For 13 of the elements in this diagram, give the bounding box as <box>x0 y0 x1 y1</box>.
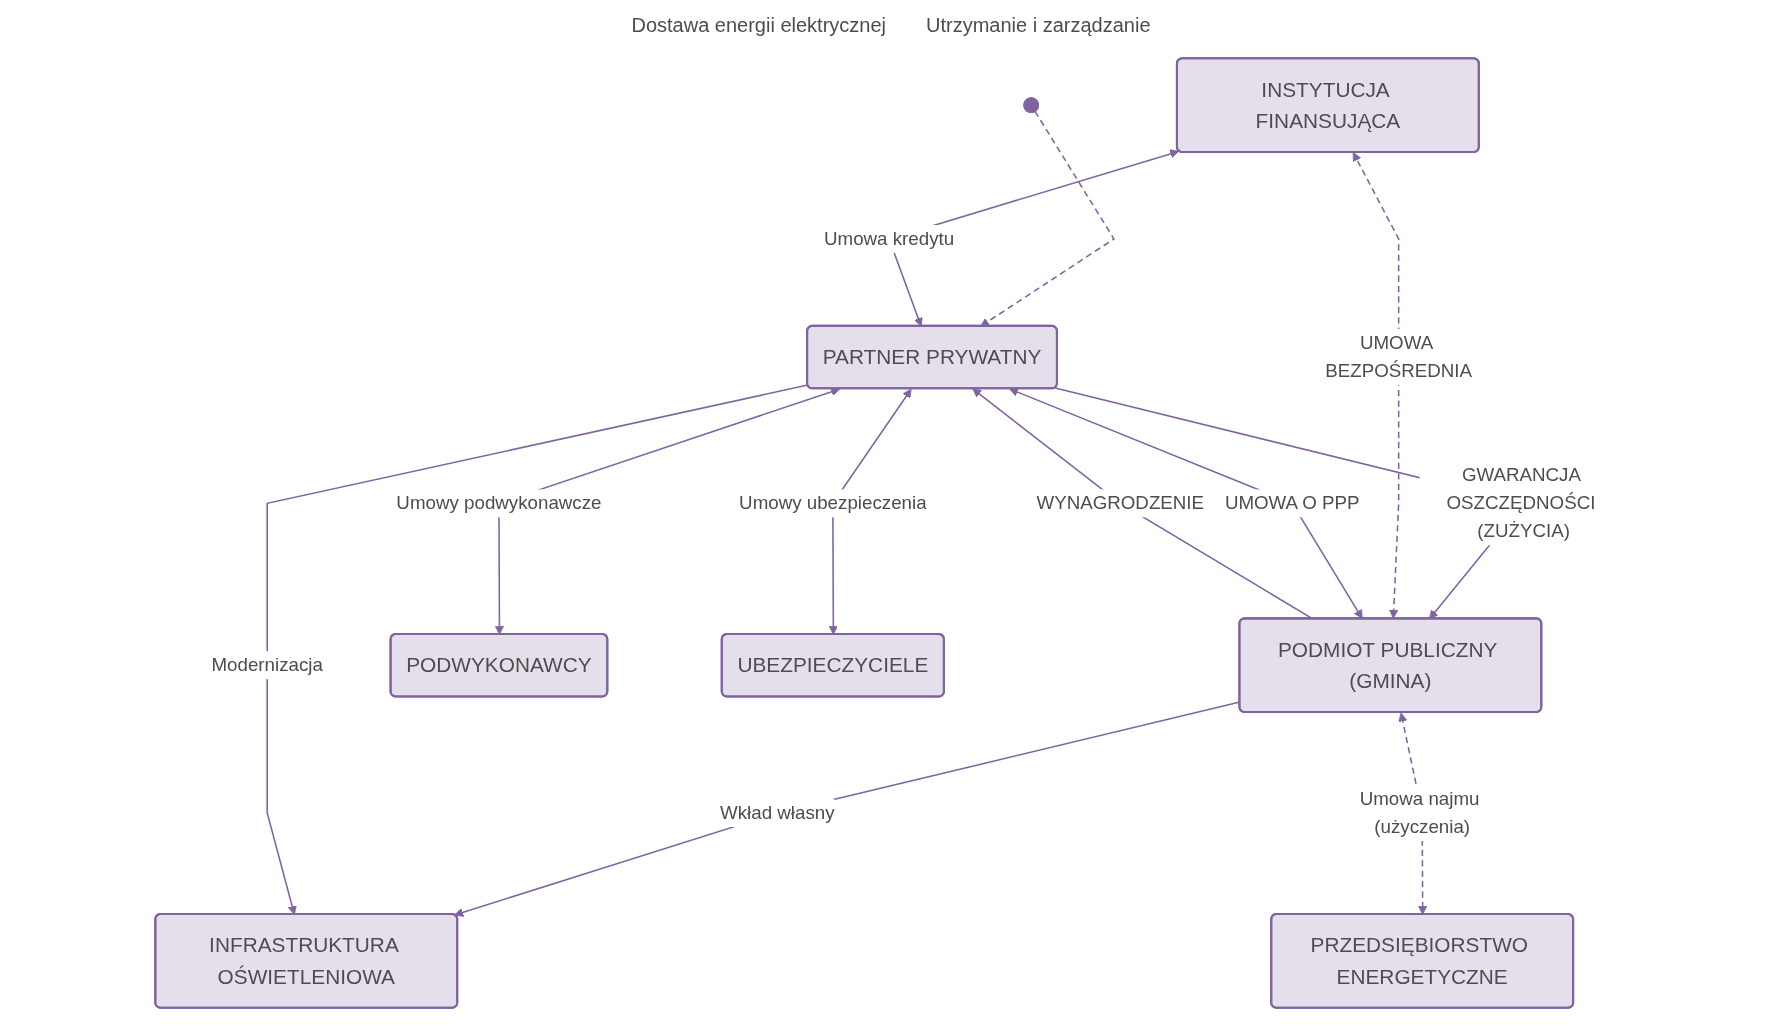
edge-label: UMOWA O PPP <box>1224 492 1360 514</box>
arrow <box>1352 152 1399 619</box>
edge-label: Wkład własny <box>719 802 835 823</box>
edge-label: GWARANCJA OSZCZĘDNOŚCI (ZUŻYCIA) <box>1446 464 1595 542</box>
edge-label: UMOWA BEZPOŚREDNIA <box>1324 332 1472 382</box>
note-text: Dostawa energii elektrycznej <box>631 13 886 37</box>
edge-label: Umowa najmu (użyczenia) <box>1359 788 1479 837</box>
edge-label: Umowa kredytu <box>823 228 954 249</box>
note-text: Utrzymanie i zarządzanie <box>926 13 1151 37</box>
edge-label: Modernizacja <box>211 654 323 676</box>
edge-label: WYNAGRODZENIE <box>1035 492 1204 514</box>
edge-label: Umowy ubezpieczenia <box>738 492 927 514</box>
edge-label: Umowy podwykonawcze <box>395 492 602 514</box>
